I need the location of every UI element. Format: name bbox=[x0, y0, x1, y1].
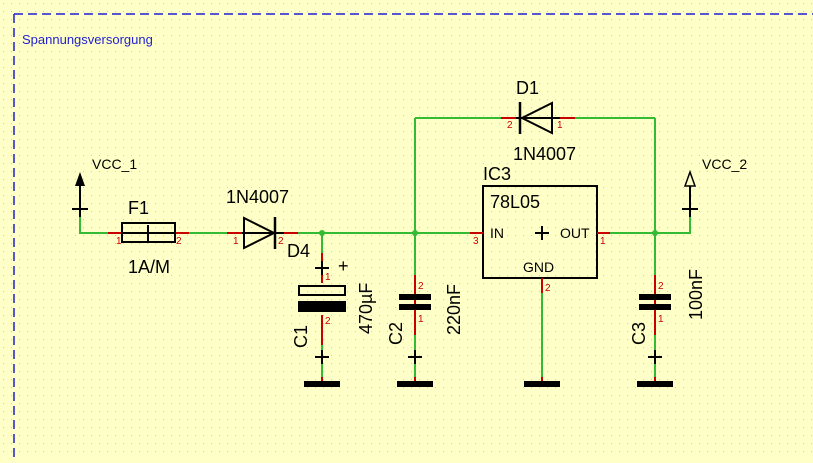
junction-c1 bbox=[319, 230, 325, 236]
c1-pin1: 1 bbox=[325, 272, 331, 283]
ic3-pin-gnd: 2 bbox=[545, 283, 551, 294]
c2-value: 220nF bbox=[444, 284, 464, 335]
c3-capacitor[interactable]: C3 100nF 2 1 bbox=[629, 269, 706, 364]
ic3-pin-out: 1 bbox=[600, 236, 606, 247]
c3-plate-top bbox=[639, 294, 671, 300]
c1-polarity: + bbox=[338, 256, 349, 276]
d4-value: 1N4007 bbox=[226, 187, 289, 207]
c1-ref: C1 bbox=[291, 325, 311, 348]
d4-ref: D4 bbox=[287, 241, 310, 261]
c1-pin2: 2 bbox=[325, 316, 331, 327]
d1-value: 1N4007 bbox=[513, 144, 576, 164]
c2-pin2: 2 bbox=[418, 281, 424, 292]
d1-diode[interactable]: D1 1N4007 2 1 bbox=[501, 78, 576, 164]
vcc1-label: VCC_1 bbox=[92, 156, 137, 172]
ic3-pin-in: 3 bbox=[473, 236, 479, 247]
c1-plate-positive bbox=[298, 285, 346, 296]
d4-pin1: 1 bbox=[233, 236, 239, 247]
c1-value: 470µF bbox=[356, 283, 376, 334]
ic3-gnd-label: GND bbox=[523, 259, 554, 275]
c2-ref: C2 bbox=[386, 322, 406, 345]
vcc1-arrow-icon bbox=[75, 172, 85, 186]
d4-diode[interactable]: 1N4007 D4 1 2 bbox=[226, 187, 310, 261]
c2-plate-top bbox=[399, 294, 431, 300]
vcc2-label: VCC_2 bbox=[702, 156, 747, 172]
c2-capacitor[interactable]: C2 220nF 2 1 bbox=[386, 275, 464, 364]
wire-ic3-vcc2 bbox=[610, 217, 691, 234]
d1-ref: D1 bbox=[516, 78, 539, 98]
gnd-c3-icon bbox=[637, 381, 673, 387]
wire-vcc1-f1 bbox=[79, 217, 108, 234]
c3-value: 100nF bbox=[686, 269, 706, 320]
gnd-c2-icon bbox=[397, 381, 433, 387]
f1-pin2: 2 bbox=[176, 236, 182, 247]
junction-c3 bbox=[652, 230, 658, 236]
ground-symbols[interactable] bbox=[304, 377, 673, 387]
c3-pin2: 2 bbox=[658, 281, 664, 292]
c2-pin1: 1 bbox=[418, 314, 424, 325]
ic3-regulator[interactable]: IC3 78L05 IN OUT GND 3 1 2 bbox=[470, 164, 610, 294]
f1-ref: F1 bbox=[128, 198, 149, 218]
sheet-title: Spannungsversorgung bbox=[22, 32, 153, 47]
ic3-in-label: IN bbox=[490, 225, 504, 241]
ic3-out-label: OUT bbox=[560, 225, 590, 241]
gnd-c1-icon bbox=[304, 381, 340, 387]
d4-pin2: 2 bbox=[278, 236, 284, 247]
vcc1-symbol[interactable]: VCC_1 bbox=[72, 156, 137, 217]
d1-pin1: 1 bbox=[557, 120, 563, 131]
f1-value: 1A/M bbox=[128, 257, 170, 277]
c2-plate-bottom bbox=[399, 304, 431, 310]
c3-pin1: 1 bbox=[658, 314, 664, 325]
wires[interactable] bbox=[79, 117, 691, 377]
f1-fuse[interactable]: F1 1A/M 1 2 bbox=[108, 198, 189, 277]
vcc2-symbol[interactable]: VCC_2 bbox=[682, 156, 747, 217]
junction-c2 bbox=[412, 230, 418, 236]
ic3-value: 78L05 bbox=[490, 192, 540, 212]
d1-pin2: 2 bbox=[507, 120, 513, 131]
gnd-ic3-icon bbox=[524, 381, 560, 387]
c3-plate-bottom bbox=[639, 304, 671, 310]
c3-ref: C3 bbox=[629, 322, 649, 345]
ic3-ref: IC3 bbox=[483, 164, 511, 184]
c1-capacitor[interactable]: + C1 470µF 1 2 bbox=[291, 253, 376, 364]
c1-plate-negative bbox=[298, 301, 346, 312]
f1-pin1: 1 bbox=[116, 236, 122, 247]
